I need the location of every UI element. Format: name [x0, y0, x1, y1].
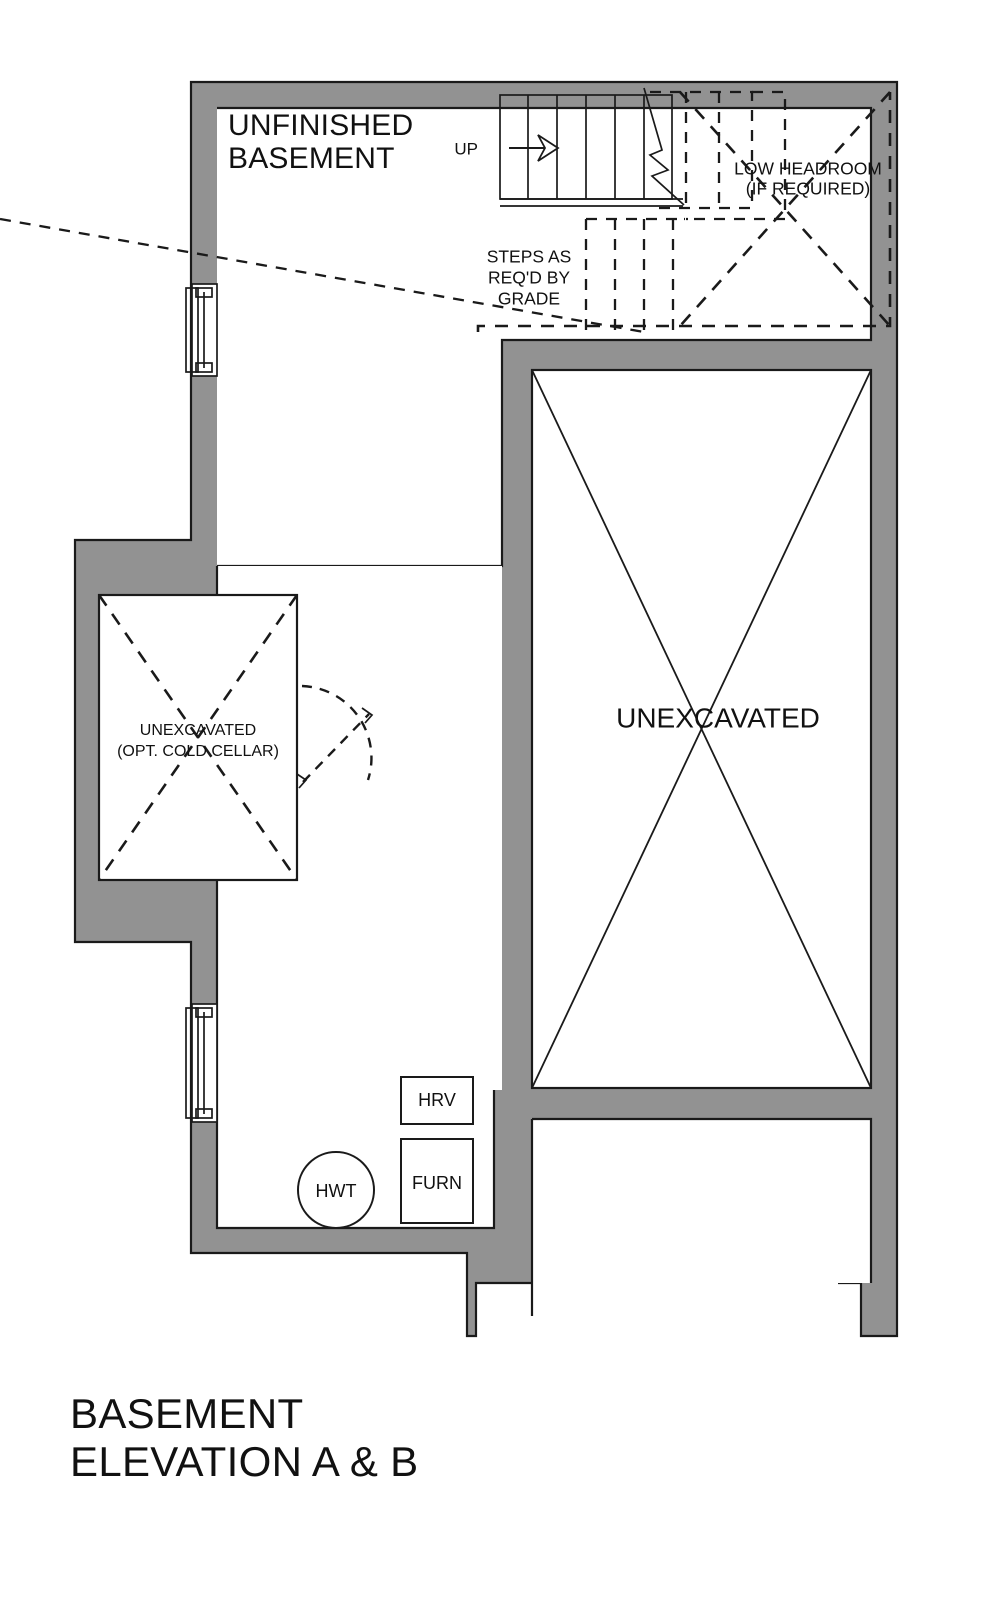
basement-interior-void — [217, 108, 871, 566]
hwt-symbol — [297, 1151, 375, 1229]
cold-cellar-label-line2: (OPT. COLD CELLAR) — [117, 743, 279, 760]
headroom-extension-box — [684, 90, 787, 221]
door-swing-arc — [301, 684, 373, 781]
staircase: UP — [454, 87, 685, 207]
hwt-label: HWT — [316, 1181, 357, 1201]
stair-break-line — [643, 87, 685, 206]
mechanical-equipment-group: HWT HRV FURN — [297, 1076, 474, 1229]
door-jamb-top — [361, 707, 374, 724]
headroom-hatch-diagonal — [679, 91, 891, 327]
unexcavated-room-outline — [530, 368, 873, 1090]
low-headroom-dashed-box — [650, 90, 754, 210]
door-jamb-bottom — [296, 773, 308, 789]
unfinished-basement-label-line2: BASEMENT — [228, 142, 395, 175]
steps-grade-label-line2: REQ'D BY — [488, 268, 570, 288]
cold-cellar-label-line1: UNEXCAVATED — [140, 722, 256, 739]
stair-up-label: UP — [454, 139, 478, 158]
cold-cellar-hatch-diagonal — [97, 594, 299, 881]
hrv-label: HRV — [418, 1090, 456, 1110]
unexcavated-main-label: UNEXCAVATED — [616, 702, 820, 733]
steps-dashed-box — [584, 217, 688, 332]
furn-symbol — [400, 1138, 474, 1224]
wall-assembly — [73, 80, 899, 1338]
steps-grade-label-line3: GRADE — [498, 289, 560, 309]
cold-cellar-hatch-group — [97, 594, 299, 881]
bottom-right-interior-outline — [530, 1117, 873, 1316]
title-block: BASEMENT ELEVATION A & B — [70, 1390, 418, 1485]
headroom-hatch-diagonal — [679, 91, 891, 327]
cold-cellar-outline — [97, 593, 299, 882]
annotation-text-group: UNFINISHED BASEMENT UNEXCAVATED UNEXCAVA… — [117, 109, 882, 760]
plan-title-line2: ELEVATION A & B — [70, 1438, 418, 1485]
unexcavated-hatch-group — [531, 369, 872, 1089]
steps-grade-label-line1: STEPS AS — [487, 247, 572, 267]
plan-title-line1: BASEMENT — [70, 1390, 303, 1437]
unfinished-basement-label-line1: UNFINISHED — [228, 109, 413, 142]
window-upper — [185, 283, 218, 377]
furn-label: FURN — [412, 1173, 462, 1193]
unexcavated-hatch-diagonal — [531, 369, 872, 1089]
stair-up-arrow-head — [537, 134, 560, 162]
hrv-symbol — [400, 1076, 474, 1125]
lower-left-interior-outline — [215, 566, 496, 1230]
door-leaf — [302, 713, 370, 783]
low-headroom-label-line1: LOW HEADROOM — [734, 159, 882, 179]
bottom-right-interior-void — [532, 1119, 871, 1316]
low-headroom-label-line2: (IF REQUIRED) — [746, 179, 870, 199]
dashed-overlay-group — [0, 90, 892, 334]
window-lower — [185, 1003, 218, 1123]
window-group — [185, 283, 218, 1123]
steps-dash-rib — [0, 217, 645, 334]
cold-cellar-door — [296, 684, 374, 789]
grade-projection-outline — [476, 92, 892, 332]
